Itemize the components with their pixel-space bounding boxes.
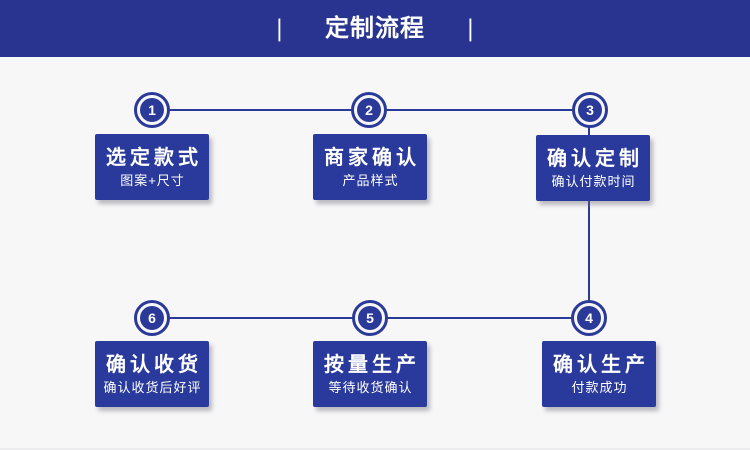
step-number-6: 6 bbox=[140, 306, 164, 330]
step-number-5: 5 bbox=[358, 306, 382, 330]
step-subtitle-3: 确认付款时间 bbox=[551, 173, 636, 189]
step-circle-6: 6 bbox=[134, 300, 170, 336]
step-circle-2: 2 bbox=[351, 92, 387, 128]
step-subtitle-5: 等待收货确认 bbox=[328, 379, 413, 395]
step-title-2: 商家确认 bbox=[324, 146, 420, 169]
step-subtitle-6: 确认收货后好评 bbox=[103, 379, 202, 395]
header-banner: | 定制流程 | bbox=[0, 0, 750, 57]
step-title-4: 确认生产 bbox=[553, 353, 649, 376]
step-box-6: 确认收货 确认收货后好评 bbox=[95, 341, 209, 407]
step-title-1: 选定款式 bbox=[106, 146, 202, 169]
step-circle-5: 5 bbox=[352, 300, 388, 336]
step-title-3: 确认定制 bbox=[547, 147, 643, 170]
title-divider-right: | bbox=[468, 14, 473, 42]
step-subtitle-2: 产品样式 bbox=[342, 172, 399, 188]
step-box-1: 选定款式 图案+尺寸 bbox=[95, 134, 209, 200]
step-box-4: 确认生产 付款成功 bbox=[542, 341, 656, 407]
step-number-2: 2 bbox=[357, 98, 381, 122]
step-circle-1: 1 bbox=[134, 92, 170, 128]
step-circle-3: 3 bbox=[572, 92, 608, 128]
step-circle-4: 4 bbox=[571, 300, 607, 336]
step-subtitle-1: 图案+尺寸 bbox=[120, 172, 185, 188]
step-number-4: 4 bbox=[577, 306, 601, 330]
step-title-6: 确认收货 bbox=[106, 353, 202, 376]
page-title: 定制流程 bbox=[325, 14, 425, 42]
title-divider-left: | bbox=[277, 14, 282, 42]
step-box-2: 商家确认 产品样式 bbox=[313, 134, 427, 200]
step-subtitle-4: 付款成功 bbox=[571, 379, 628, 395]
step-title-5: 按量生产 bbox=[324, 353, 420, 376]
step-number-1: 1 bbox=[140, 98, 164, 122]
step-box-3: 确认定制 确认付款时间 bbox=[536, 135, 650, 201]
step-box-5: 按量生产 等待收货确认 bbox=[313, 341, 427, 407]
connector-line-vertical bbox=[588, 110, 590, 318]
step-number-3: 3 bbox=[578, 98, 602, 122]
